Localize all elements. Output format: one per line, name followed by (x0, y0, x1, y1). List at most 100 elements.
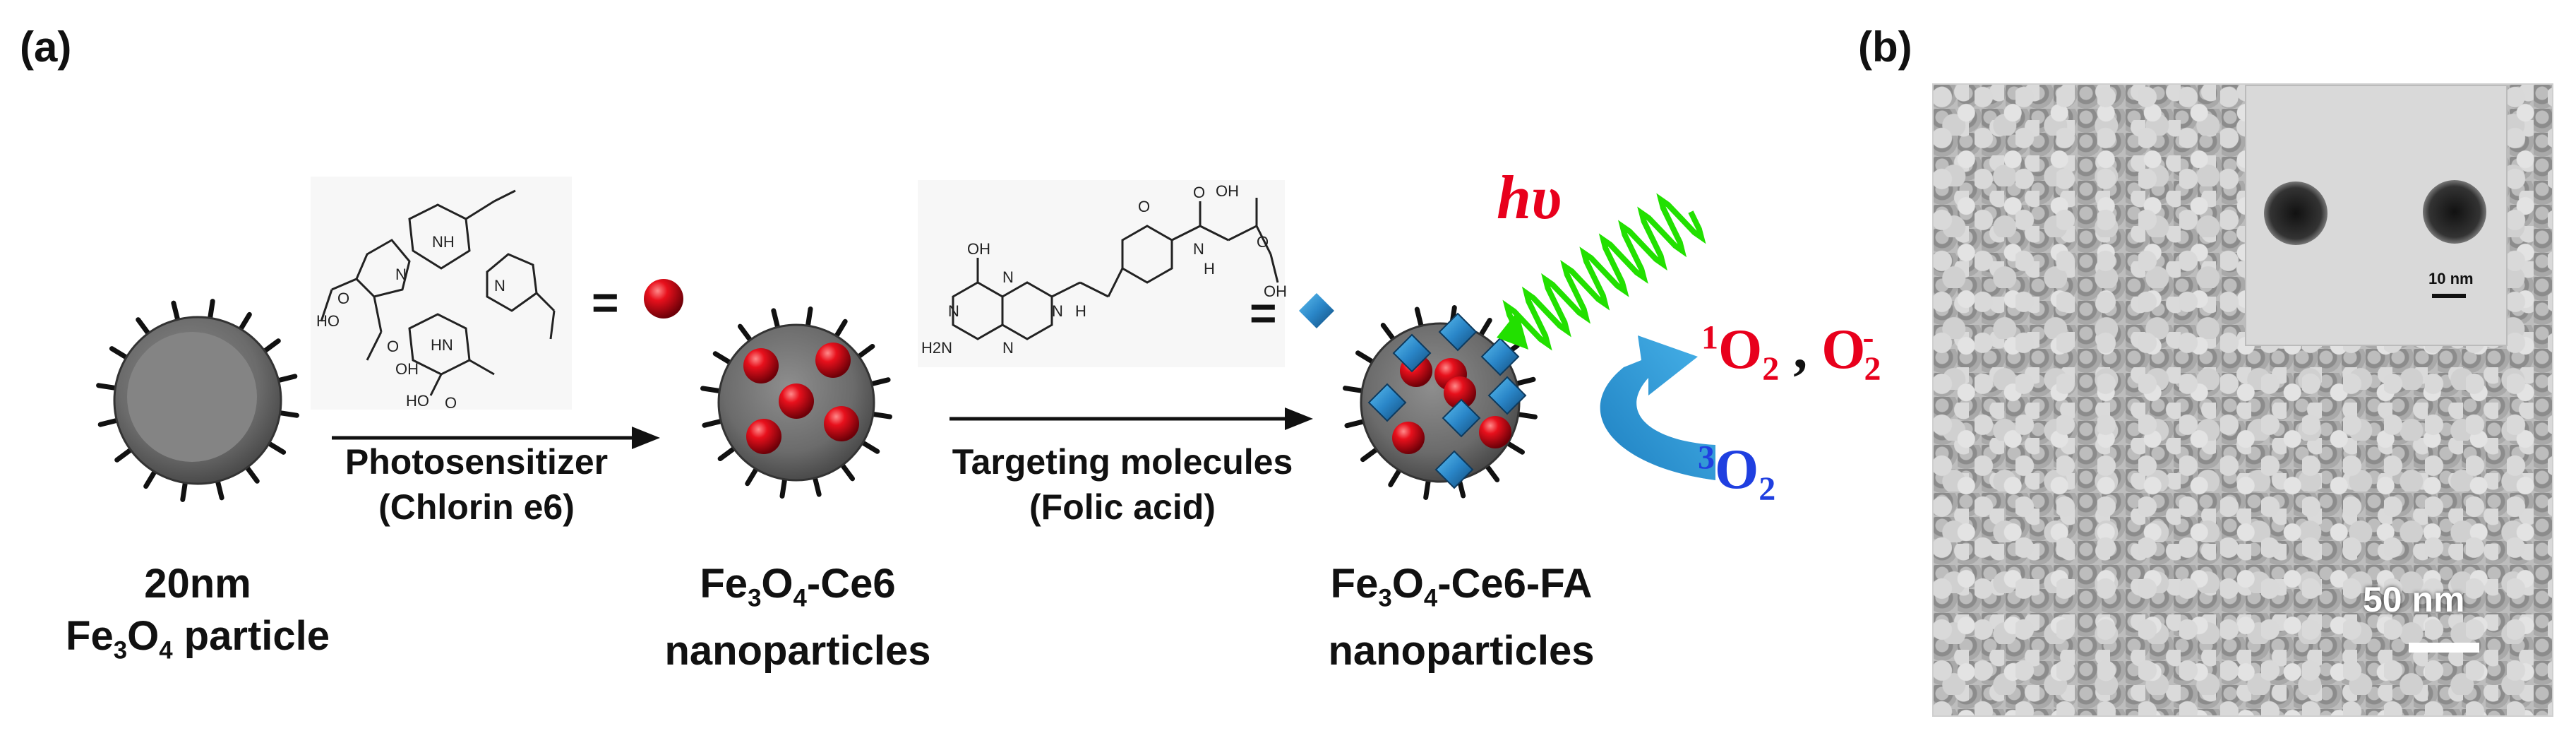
ligand-spike (1355, 350, 1377, 365)
bare-particle (96, 299, 299, 502)
step1-line1: Photosensitizer (345, 442, 609, 482)
ligand-spike (839, 461, 856, 482)
caption-size: 20nm (144, 561, 251, 607)
light-wave (1502, 193, 1706, 351)
superoxide-sup: - (1862, 319, 1874, 357)
ligand-spike (244, 463, 260, 484)
ce6-group-label: HO (406, 392, 429, 410)
fa-group-label: N (1193, 240, 1204, 258)
core-highlight (127, 332, 257, 462)
fa-group-label: O (1138, 198, 1150, 215)
sem-scalebar (2409, 643, 2479, 653)
ground-sub: 2 (1759, 470, 1776, 508)
ce6-group-label: O (387, 338, 399, 355)
step2-label: Targeting molecules (Folic acid) (911, 439, 1334, 530)
ce6-molecule (1392, 422, 1425, 454)
ce6-group-label: NH (432, 233, 455, 251)
ligand-spike (136, 317, 152, 338)
ligand-spike (97, 417, 121, 427)
tem-scalebar (2432, 294, 2466, 298)
fa-group-label: O (1257, 233, 1269, 251)
tem-particle-left (2264, 181, 2328, 245)
folic-acid-molecule (1367, 383, 1407, 422)
ligand-spike (779, 475, 788, 499)
ligand-spike (833, 319, 848, 340)
ligand-spike (96, 383, 119, 391)
fa-group-label: N (948, 302, 959, 320)
ligand-spike (805, 306, 813, 330)
fa-group-label: OH (1216, 182, 1239, 200)
ce6-group-label: O (337, 290, 349, 307)
comma: , (1793, 319, 1808, 381)
ce6-molecule (815, 343, 851, 378)
ligand-spike (771, 308, 781, 331)
ce6-group-label: N (395, 266, 407, 283)
ligand-spike (1483, 463, 1500, 482)
ligand-spike (737, 323, 754, 344)
caption-bare-particle: 20nm Fe3O4 particle (21, 558, 374, 677)
ligand-spike (207, 299, 215, 322)
caption-name: Fe3O4 particle (66, 613, 330, 665)
ligand-spike (700, 386, 724, 394)
equals-sign-2: = (1250, 287, 1277, 339)
ligand-spike (1343, 386, 1366, 394)
reaction-curved-arrow (1600, 335, 1715, 480)
ligand-spike (745, 465, 760, 487)
fa-group-label: OH (967, 240, 990, 258)
ce6-molecule (1479, 416, 1511, 448)
tem-particle-right (2423, 180, 2486, 244)
panel-label-b: (b) (1858, 23, 1912, 71)
ligand-spike (171, 300, 181, 323)
ligand-spike (1504, 440, 1525, 455)
tem-particles (2264, 180, 2486, 298)
ligand-spike (1344, 418, 1367, 429)
ce6-molecule (824, 406, 859, 441)
fa-group-label: H (1075, 302, 1086, 320)
tem-scalebar-label: 10 nm (2428, 270, 2474, 287)
ligand-spike (868, 377, 891, 387)
ligand-spike (1380, 323, 1397, 343)
superoxide-sub: 2 (1864, 350, 1881, 388)
ligand-spike (265, 440, 287, 455)
ce6-group-label: HO (316, 312, 340, 330)
ce6-molecule (746, 419, 781, 454)
ground-o: O (1715, 439, 1759, 501)
ligand-spike (855, 343, 875, 360)
fa-group-label: O (1193, 184, 1205, 201)
panel-label-a: (a) (20, 23, 72, 71)
fa-group-label: N (1002, 339, 1014, 357)
ligand-spike (1513, 376, 1536, 387)
reactive-oxygen-species: 1O2 , O-2 (1701, 318, 1881, 388)
step2-line2: (Folic acid) (1029, 487, 1216, 527)
folic-acid-molecule (1442, 398, 1481, 438)
ce6-symbol (644, 279, 683, 319)
ligand-spike (1360, 446, 1380, 463)
ligand-spike (712, 351, 734, 366)
ce6-molecule (743, 348, 779, 383)
singlet-sub: 2 (1762, 350, 1780, 388)
ce6-molecule (1444, 376, 1476, 409)
folic-acid-molecule (1438, 312, 1478, 352)
sem-scalebar-label: 50 nm (2363, 580, 2465, 619)
ligand-spike (114, 446, 135, 463)
ce6-group-label: O (445, 394, 457, 412)
fa-group-label: N (1052, 302, 1063, 320)
tem-inset: 10 nm (2245, 85, 2508, 346)
folic-acid-molecule (1434, 450, 1474, 489)
equals-sign-1: = (592, 276, 619, 328)
caption-type: nanoparticles (1328, 627, 1595, 674)
reaction-arrow-2 (949, 407, 1313, 430)
singlet-o: O (1718, 319, 1763, 381)
ligand-spike (812, 474, 822, 497)
ligand-spike (1423, 477, 1432, 500)
folic-acid-molecule (1487, 376, 1527, 415)
ce6-group-label: N (494, 277, 505, 294)
ligand-spike (215, 477, 224, 501)
caption-formula: Fe3O4-Ce6 (700, 561, 896, 612)
ground-sup: 3 (1698, 439, 1715, 477)
ce6-molecule (779, 383, 814, 419)
ground-state-oxygen: 3O2 (1698, 438, 1775, 508)
ligand-spike (869, 411, 892, 419)
